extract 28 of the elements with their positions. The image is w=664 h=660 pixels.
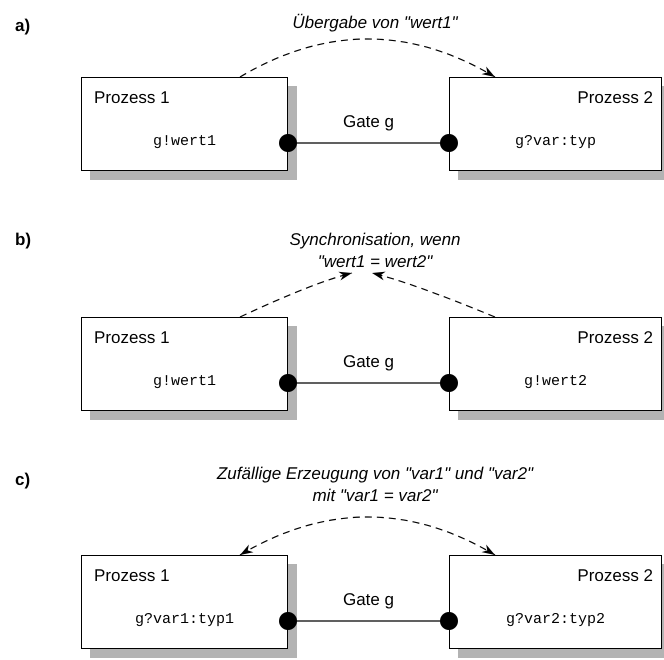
gate-connector [279, 374, 458, 392]
edge-label: Gate g [342, 351, 396, 373]
gate-action: g?var1:typ1 [134, 611, 236, 628]
process-title: Prozess 1 [94, 566, 170, 586]
gate-connector [279, 612, 458, 630]
gate-action: g!wert1 [152, 133, 217, 150]
panel-label: b) [15, 230, 32, 250]
process-title: Prozess 1 [94, 88, 170, 108]
process-title: Prozess 2 [577, 88, 653, 108]
edge-label: Zufällige Erzeugung von "var1" und "var2" mit "var1 = var2" [216, 463, 534, 507]
edge-label: Übergabe von "wert1" [291, 12, 459, 34]
process-title: Prozess 2 [577, 566, 653, 586]
panel-label: a) [15, 16, 30, 36]
dashed-arrow [240, 516, 496, 556]
process-title: Prozess 2 [577, 328, 653, 348]
panel-label: c) [15, 470, 30, 490]
process-title: Prozess 1 [94, 328, 170, 348]
annotation: Synchronisation, wenn "wert1 = wert2" [265, 229, 485, 273]
gate-action: g?var2:typ2 [504, 611, 606, 628]
gate-action: g!wert1 [152, 373, 217, 390]
dashed-arrow [240, 272, 352, 318]
gate-connector [279, 134, 458, 152]
gate-action: g?var:typ [514, 133, 597, 150]
dashed-arrow [240, 38, 496, 78]
edge-label: Gate g [342, 111, 396, 133]
dashed-arrow [372, 272, 496, 318]
gate-action: g!wert2 [522, 373, 588, 390]
edge-label: Gate g [342, 589, 396, 611]
